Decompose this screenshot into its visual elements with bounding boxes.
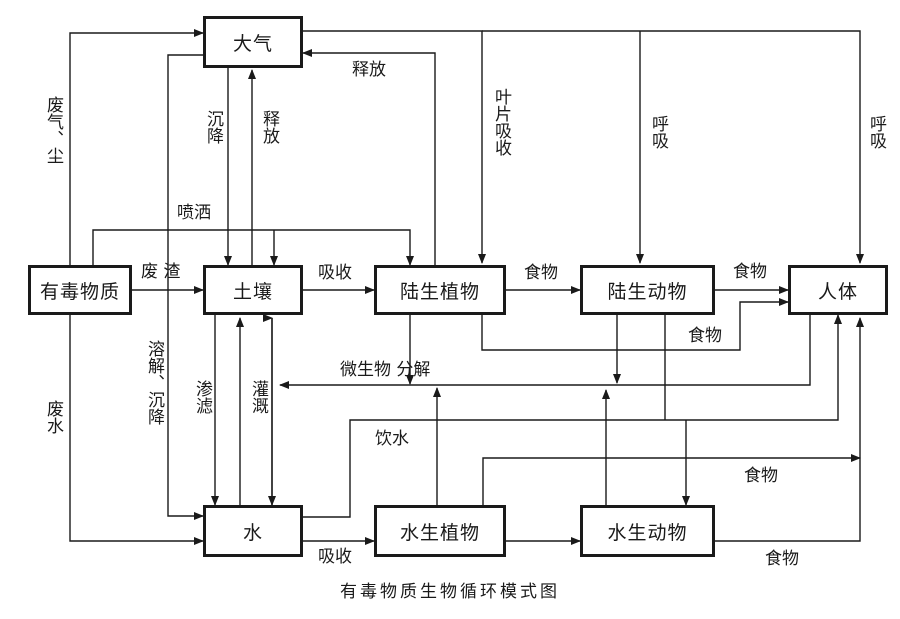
diagram-caption: 有毒物质生物循环模式图 bbox=[340, 582, 560, 602]
node-aquatic-animals: 水生动物 bbox=[580, 505, 715, 557]
arrow-toxic-to-water bbox=[69, 313, 204, 545]
node-aquatic-animals-label: 水生动物 bbox=[607, 521, 688, 544]
node-toxic: 有毒物质 bbox=[28, 265, 132, 315]
node-human-label: 人体 bbox=[817, 280, 858, 303]
node-soil-label: 土壤 bbox=[232, 280, 273, 303]
label-settle: 沉降 bbox=[203, 110, 223, 144]
label-absorb-water: 吸收 bbox=[318, 547, 352, 567]
node-human: 人体 bbox=[788, 265, 888, 315]
label-breath-animal: 呼吸 bbox=[648, 115, 668, 149]
label-dissolve-settle: 溶解、沉降 bbox=[144, 340, 164, 425]
arrow-atmosphere-to-water bbox=[167, 54, 204, 520]
node-atmosphere: 大气 bbox=[203, 16, 303, 68]
arrow-land-animals-to-aquatic bbox=[664, 315, 686, 505]
node-water-label: 水 bbox=[242, 521, 263, 544]
arrow-aquatic-animals-to-human bbox=[715, 317, 864, 542]
label-seepage: 渗滤 bbox=[192, 380, 212, 414]
node-atmosphere-label: 大气 bbox=[232, 32, 273, 55]
label-food-aquatic-plant: 食物 bbox=[744, 466, 778, 486]
arrow-land-plants-to-atmosphere bbox=[302, 49, 436, 265]
label-absorb-soil: 吸收 bbox=[318, 263, 352, 283]
arrow-atmosphere-to-land-plants bbox=[303, 30, 486, 264]
label-spray: 喷洒 bbox=[177, 203, 211, 223]
arrow-human-to-decompose bbox=[279, 315, 811, 389]
label-waste-water: 废水 bbox=[43, 400, 63, 434]
node-aquatic-plants-label: 水生植物 bbox=[399, 521, 480, 544]
label-waste-residue: 废 渣 bbox=[141, 262, 181, 282]
node-land-animals: 陆生动物 bbox=[580, 265, 715, 315]
arrow-atmosphere-to-human bbox=[482, 30, 864, 264]
node-water: 水 bbox=[203, 505, 303, 557]
label-food-plant-human: 食物 bbox=[688, 326, 722, 346]
arrow-toxic-to-atmosphere bbox=[69, 29, 204, 265]
arrow-aquatic-plants-to-human bbox=[482, 454, 861, 505]
label-drinking-water: 饮水 bbox=[375, 429, 409, 449]
node-toxic-label: 有毒物质 bbox=[39, 280, 120, 303]
label-breath-human: 呼吸 bbox=[866, 115, 886, 149]
label-food-animal-human: 食物 bbox=[733, 262, 767, 282]
label-irrigation: 灌溉 bbox=[248, 380, 268, 414]
label-microbe-decompose: 微生物 分解 bbox=[340, 360, 431, 380]
node-land-plants: 陆生植物 bbox=[374, 265, 506, 315]
label-waste-gas-dust: 废气、尘 bbox=[43, 96, 63, 164]
node-aquatic-plants: 水生植物 bbox=[374, 505, 506, 557]
label-release-plant: 释放 bbox=[352, 60, 386, 80]
node-land-plants-label: 陆生植物 bbox=[399, 280, 480, 303]
label-food-plant-animal: 食物 bbox=[524, 263, 558, 283]
label-food-aquatic-animal: 食物 bbox=[765, 549, 799, 569]
label-release-soil: 释放 bbox=[259, 110, 279, 144]
arrow-land-plants-to-human bbox=[481, 298, 789, 351]
label-leaf-absorb: 叶片吸收 bbox=[491, 88, 511, 156]
node-soil: 土壤 bbox=[203, 265, 303, 315]
node-land-animals-label: 陆生动物 bbox=[607, 280, 688, 303]
arrow-water-to-human bbox=[303, 314, 842, 518]
